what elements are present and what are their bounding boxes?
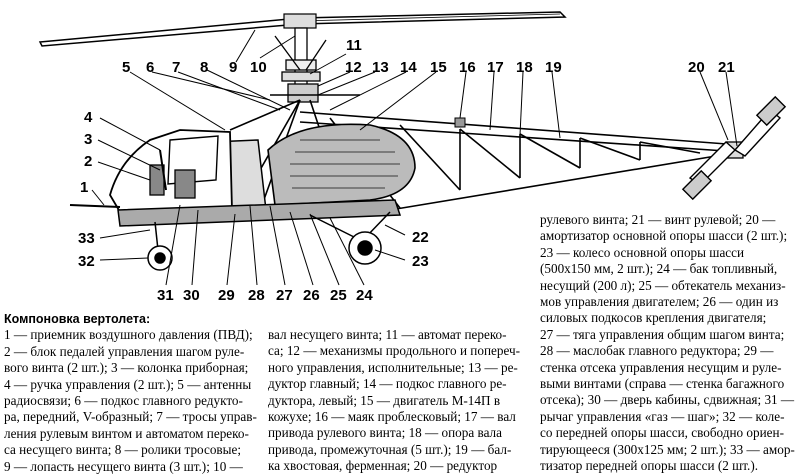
callout-17: 17 [487,59,504,76]
callout-22: 22 [412,229,429,246]
engine-cowling [267,123,416,206]
callout-4: 4 [84,109,93,126]
callout-19: 19 [545,59,562,76]
caption-line: 2 — блок педалей управления шагом руле- [4,343,245,359]
caption-line: радиосвязи; 6 — подкос главного редукто- [4,393,243,409]
caption-line: ра, передний, V-образный; 7 — тросы упра… [4,409,257,425]
caption-line: дуктор главный; 14 — подкос главного ре- [268,376,507,392]
caption-line: выми винтами (справа — стенка багажного [540,376,785,392]
caption-line: 23 — колесо основной опоры шасси [540,244,745,260]
callout-21: 21 [718,59,735,76]
caption-line: привода, промежуточная (5 шт.); 19 — бал… [268,441,512,457]
callout-leaders [91,29,738,286]
callout-3: 3 [84,131,92,148]
caption-line: са несущего винта; 8 — ролики тросовые; [4,442,242,458]
cabin-frame [109,129,233,213]
caption-line: 9 — лопасть несущего винта (3 шт.); 10 — [4,458,243,474]
caption-line: (500х150 мм, 2 шт.); 24 — бак топливный, [540,261,778,277]
callout-13: 13 [372,59,389,76]
caption-title: Компоновка вертолета: [4,312,151,326]
nose-gear [147,221,173,271]
caption-line: привода рулевого винта; 18 — опора вала [268,425,502,441]
caption-line: вал несущего винта; 11 — автомат переко- [268,327,507,342]
helicopter-layout-drawing: 1 2 3 4 5 6 7 8 9 10 11 12 13 14 15 16 1… [38,11,787,304]
callout-31: 31 [157,287,174,304]
caption-line: рычаг управления «газ — шаг»; 32 — коле- [540,408,785,424]
caption-line: амортизатор основной опоры шасси (2 шт.)… [540,228,788,244]
callout-32: 32 [78,253,95,270]
caption-line: тизатор передней опоры шасси (2 шт.). [540,458,759,474]
callout-16: 16 [459,59,476,76]
callout-26: 26 [303,287,320,304]
caption-line: стенка отсека управления несущим и руле- [540,359,782,375]
callout-6: 6 [146,59,154,76]
callout-1: 1 [80,179,88,196]
callout-25: 25 [330,287,347,304]
callout-10: 10 [250,59,267,76]
callout-8: 8 [200,59,208,76]
caption-line: ка хвостовая, ферменная; 20 — редуктор [268,458,498,474]
caption-line: рулевого винта; 21 — винт рулевой; 20 — [540,212,776,227]
callout-numbers: 1 2 3 4 5 6 7 8 9 10 11 12 13 14 15 16 1… [78,37,735,304]
rotor-mast [274,27,327,103]
callout-14: 14 [400,59,417,76]
caption-line: 4 — ручка управления (2 шт.); 5 — антенн… [4,376,252,392]
callout-29: 29 [218,287,235,304]
callout-20: 20 [688,59,705,76]
cabin-door [167,135,219,185]
caption-line: 28 — маслобак главного редуктора; 29 — [540,343,774,359]
callout-11: 11 [346,37,362,54]
main-gear [309,211,391,265]
caption-line: кожухе; 16 — маяк проблесковый; 17 — вал [268,409,516,425]
caption-line: дуктора, левый; 15 — двигатель М-14П в [268,392,501,408]
caption-column-1: Компоновка вертолета: 1 — приемник возду… [4,311,257,475]
callout-2: 2 [84,153,92,170]
callout-33: 33 [78,230,95,247]
callout-30: 30 [183,287,200,304]
callout-9: 9 [229,59,237,76]
caption-line: ления рулевым винтом и автоматом переко- [4,425,249,441]
callout-12: 12 [345,59,362,76]
caption-line: са; 12 — механизмы продольного и попереч… [268,343,521,359]
callout-18: 18 [516,59,533,76]
caption-line: тирующееся (300х125 мм; 2 шт.); 33 — амо… [540,441,795,457]
caption-line: со передней опоры шасси, свободно ориен- [540,425,784,441]
caption-line: силовых подкосов крепления двигателя; [540,310,767,326]
caption-line: ного управления, исполнительные; 13 — ре… [268,359,518,375]
fuel-tank [117,199,402,227]
caption-line: вого винта (2 шт.); 3 — колонка приборна… [4,360,249,376]
tail-rotor [681,95,787,201]
callout-7: 7 [172,59,180,76]
callout-24: 24 [356,287,373,304]
caption-column-2: вал несущего винта; 11 — автомат переко-… [268,327,520,475]
rotor-hub [283,13,317,29]
beacon [454,117,466,128]
caption-column-3: рулевого винта; 21 — винт рулевой; 20 — … [540,212,795,475]
callout-27: 27 [276,287,293,304]
callout-28: 28 [248,287,265,304]
callout-5: 5 [122,59,130,76]
caption-line: 27 — тяга управления общим шагом винта; [540,326,785,342]
caption-line: мов управления двигателем; 26 — один из [540,294,779,310]
callout-15: 15 [430,59,447,76]
caption-line: отсека); 30 — дверь кабины, сдвижная; 31… [540,392,795,408]
caption-line: несущий (200 л); 25 — обтекатель механиз… [540,277,786,293]
caption-line: 1 — приемник воздушного давления (ПВД); [4,327,253,343]
callout-23: 23 [412,253,429,270]
